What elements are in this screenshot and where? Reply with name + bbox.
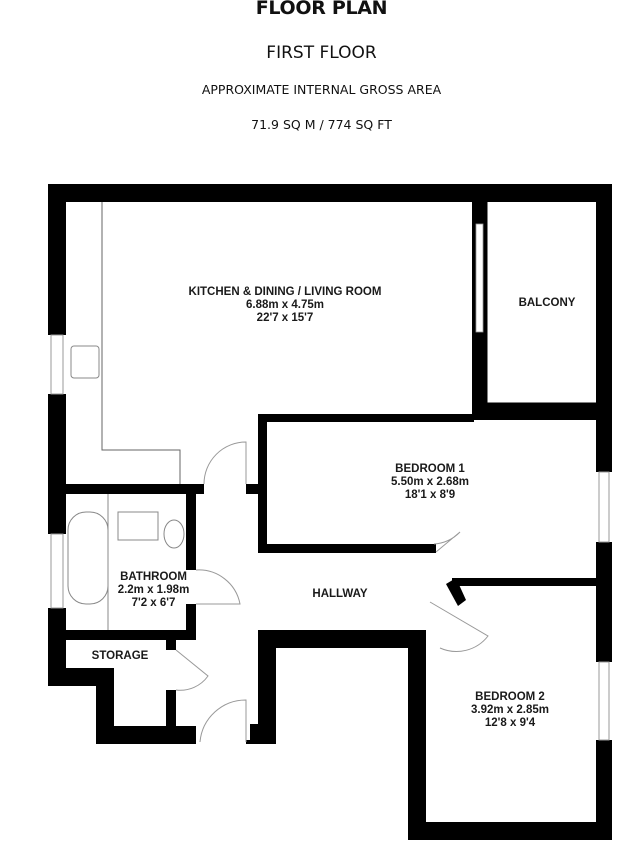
- balcony-door-glass: [475, 223, 484, 333]
- floor-name: FIRST FLOOR: [266, 43, 377, 63]
- room-label-kitchen: KITCHEN & DINING / LIVING ROOM 6.88m x 4…: [188, 286, 382, 324]
- kitchen-counter: [101, 202, 181, 484]
- area-label: APPROXIMATE INTERNAL GROSS AREA: [201, 82, 442, 97]
- room-label-bedroom2: BEDROOM 2 3.92m x 2.85m 12'8 x 9'4: [470, 691, 549, 729]
- windows: [50, 334, 610, 741]
- bathtub-icon: [67, 511, 109, 605]
- room-label-hallway: HALLWAY: [312, 588, 368, 600]
- area-value: 71.9 SQ M / 774 SQ FT: [251, 117, 392, 132]
- kitchen-sink-icon: [70, 345, 100, 379]
- balcony-outline: [484, 186, 610, 406]
- room-label-balcony: BALCONY: [518, 297, 576, 309]
- room-label-bathroom: BATHROOM 2.2m x 1.98m 7'2 x 6'7: [117, 571, 190, 609]
- plan-title: FLOOR PLAN: [255, 0, 388, 19]
- door-swings: [175, 441, 489, 743]
- toilet-icon: [163, 519, 185, 549]
- room-label-storage: STORAGE: [91, 650, 149, 662]
- room-label-bedroom1: BEDROOM 1 5.50m x 2.68m 18'1 x 8'9: [390, 463, 469, 501]
- basin-icon: [117, 511, 159, 541]
